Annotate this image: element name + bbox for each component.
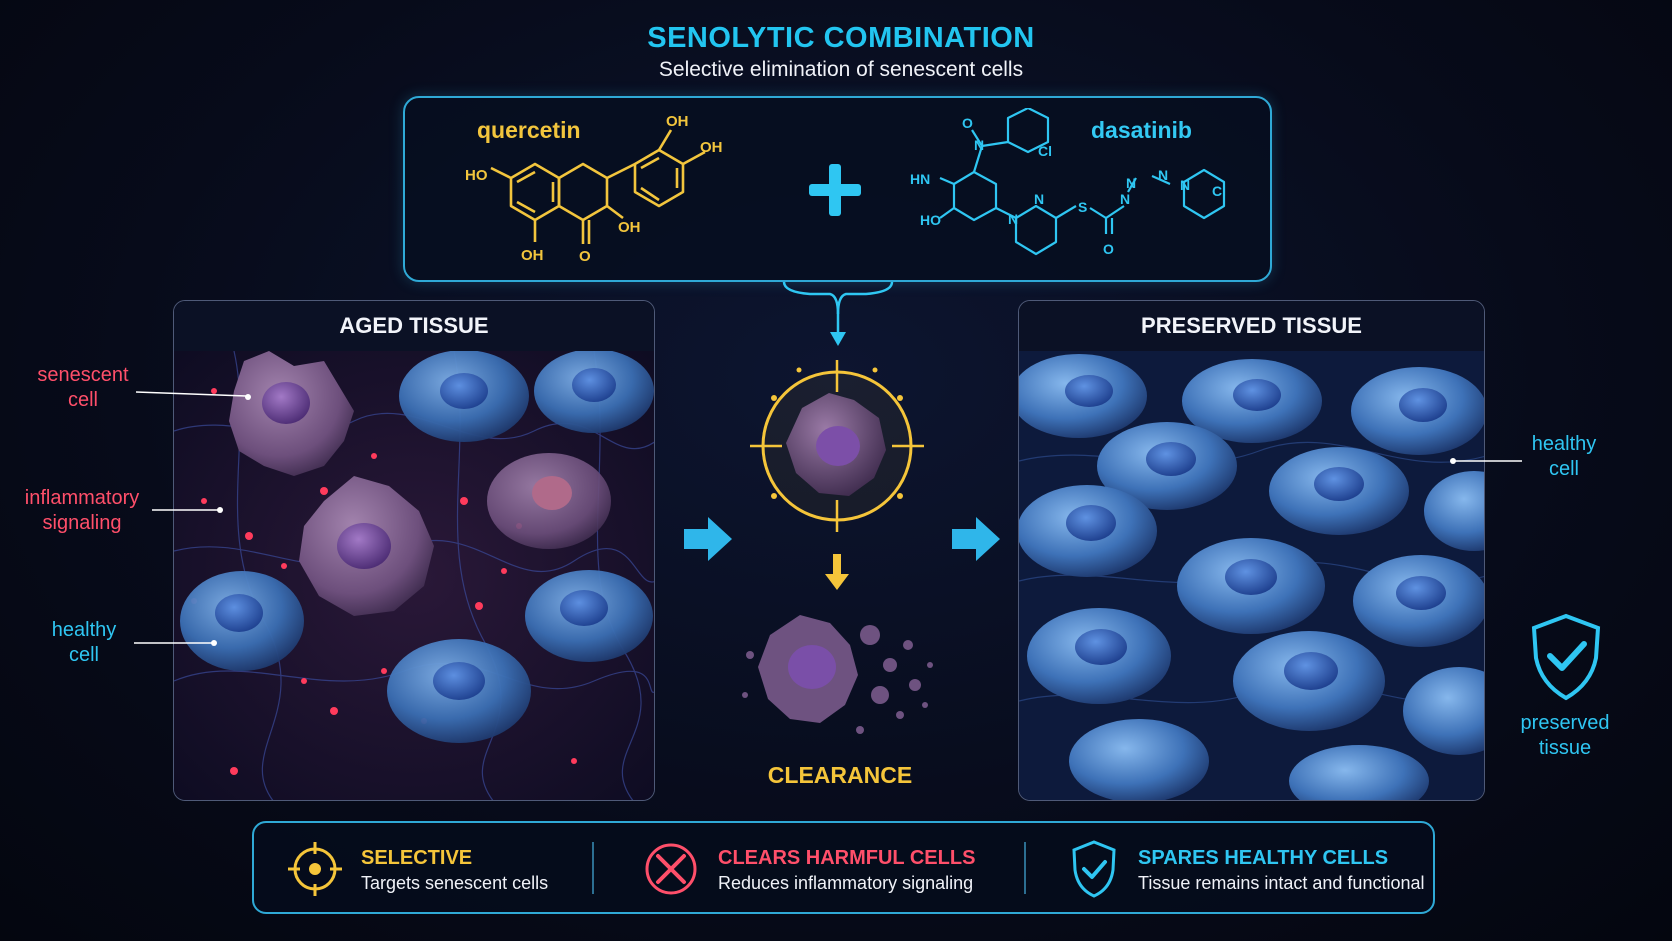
dasatinib-group: N: [1034, 191, 1044, 207]
aged-tissue-title: AGED TISSUE: [174, 301, 654, 351]
crosshair-icon: [288, 842, 342, 896]
quercetin-group: HO: [465, 167, 488, 184]
quercetin-group: OH: [700, 139, 723, 156]
preserved-tissue-illustration: [1019, 351, 1484, 800]
dasatinib-group: N: [974, 137, 984, 153]
arrow-right-icon: [684, 517, 732, 561]
aged-tissue-panel: AGED TISSUE: [173, 300, 655, 801]
feature-divider: [1024, 842, 1026, 894]
dasatinib-group: S: [1078, 199, 1087, 215]
dasatinib-group: N: [1180, 177, 1190, 193]
dasatinib-group: Cl: [1212, 183, 1226, 199]
quercetin-group: OH: [666, 113, 689, 130]
dasatinib-group: N: [1120, 191, 1130, 207]
aged-tissue-illustration: [174, 351, 654, 800]
quercetin-structure: OH OH HO OH OH O: [465, 113, 723, 265]
dasatinib-group: HO: [920, 212, 941, 228]
page-subtitle: Selective elimination of senescent cells: [658, 58, 1024, 81]
quercetin-group: OH: [618, 219, 641, 236]
left-label-leaders: [134, 391, 251, 646]
feature-selective-desc: Targets senescent cells: [361, 873, 549, 893]
shield-check-icon: [1531, 613, 1601, 701]
dasatinib-group: HN: [910, 171, 930, 187]
feature-summary-bar: [252, 821, 1435, 914]
quercetin-group: OH: [521, 247, 544, 264]
feature-spares-desc: Tissue remains intact and functional: [1138, 873, 1425, 893]
plus-icon: [809, 164, 861, 216]
feature-selective-title: SELECTIVE: [361, 847, 473, 869]
dasatinib-group: N: [1126, 175, 1136, 191]
right-label-leader: [1450, 458, 1522, 464]
dasatinib-group: N: [1008, 211, 1018, 227]
x-circle-icon: [645, 843, 697, 895]
dasatinib-label: dasatinib: [1091, 117, 1192, 143]
dasatinib-group: O: [1103, 241, 1114, 257]
targeted-senescent-cell: [750, 360, 924, 532]
feature-divider: [592, 842, 594, 894]
drug-to-target-connector: [782, 281, 894, 346]
cleared-cell-fragments: [742, 615, 933, 734]
arrow-right-icon: [952, 517, 1000, 561]
quercetin-group: O: [579, 248, 591, 265]
arrow-down-icon: [825, 554, 849, 590]
dasatinib-structure: O N Cl HN HO N N S N N N N Cl O: [910, 108, 1226, 257]
clearance-label: CLEARANCE: [767, 762, 913, 788]
dasatinib-group: O: [962, 115, 973, 131]
feature-spares-title: SPARES HEALTHY CELLS: [1138, 847, 1389, 869]
feature-clears-desc: Reduces inflammatory signaling: [718, 873, 974, 893]
preserved-tissue-panel: PRESERVED TISSUE: [1018, 300, 1485, 801]
dasatinib-group: Cl: [1038, 143, 1052, 159]
page-title: SENOLYTIC COMBINATION: [647, 22, 1035, 54]
dasatinib-group: N: [1158, 167, 1168, 183]
feature-clears-title: CLEARS HARMFUL CELLS: [718, 847, 976, 869]
preserved-tissue-title: PRESERVED TISSUE: [1019, 301, 1484, 351]
shield-check-icon: [1072, 840, 1116, 898]
quercetin-label: quercetin: [477, 117, 581, 143]
